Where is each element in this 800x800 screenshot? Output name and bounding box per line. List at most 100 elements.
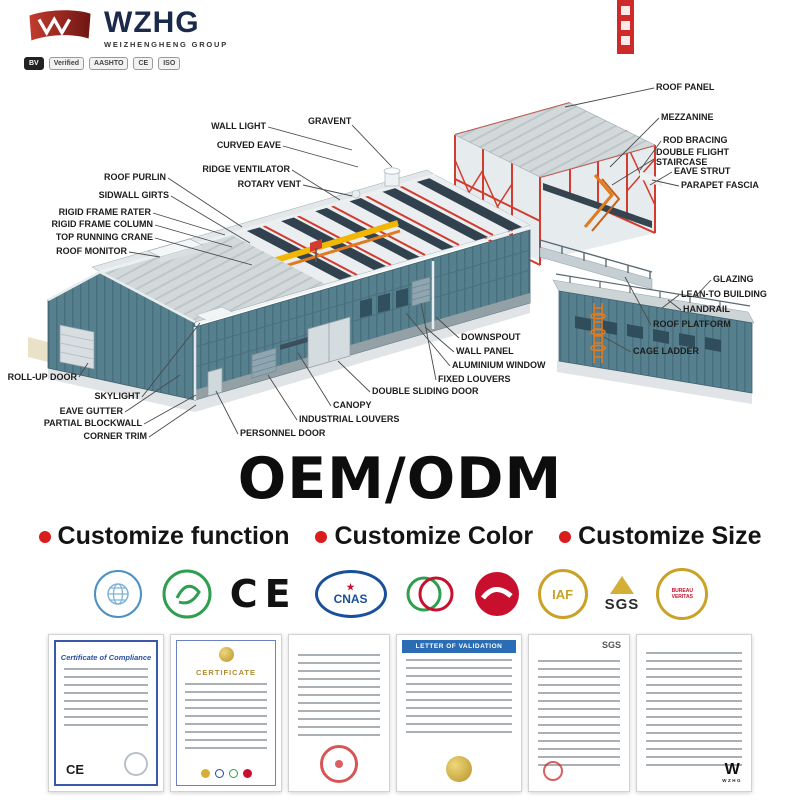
iaf-logo: IAF (537, 569, 588, 619)
diagram-label-industrial-louvers: INDUSTRIAL LOUVERS (299, 414, 400, 424)
diagram-label-eave-gutter: EAVE GUTTER (59, 406, 123, 416)
roof-panel (454, 102, 656, 178)
diagram-label-parapet-fascia: PARAPET FASCIA (681, 180, 759, 190)
diagram-label-double-flight-staircase: DOUBLE FLIGHT STAIRCASE (656, 147, 729, 168)
roof-platform (539, 239, 653, 290)
feature-list: Customize function Customize Color Customi… (0, 522, 800, 551)
brand-header: WZHG WEIZHENGHENG GROUP BV Verified AASHTO… (24, 8, 228, 70)
sgs-report: SGS (528, 634, 630, 792)
brand-flag-icon (29, 10, 91, 41)
validation-header: LETTER OF VALIDATION (402, 640, 516, 653)
headline: OEM/ODM (237, 446, 563, 512)
fixed-louvers (411, 276, 431, 307)
diagram-label-roof-platform: ROOF PLATFORM (653, 319, 731, 329)
certificate-text-lines (64, 668, 148, 726)
lean-to-building (552, 273, 755, 394)
certificate-row: Certificate of Compliance CE CERTIFICATE… (0, 634, 800, 792)
red-stamp-icon (543, 761, 563, 781)
diagram-label-roll-up-door: ROLL-UP DOOR (7, 372, 77, 382)
wzhg-caption: WZHG (722, 778, 742, 783)
diagram-label-glazing: GLAZING (713, 274, 754, 284)
diagram-label-eave-strut: EAVE STRUT (674, 166, 731, 176)
accreditation-badge: BV (24, 57, 44, 70)
cage-ladder (590, 303, 606, 363)
stamp-icon (124, 752, 148, 776)
double-flight-staircase (583, 174, 614, 228)
diagram-label-downspout: DOWNSPOUT (461, 332, 521, 342)
diagram-label-rod-bracing: ROD BRACING (663, 135, 728, 145)
sidewall-girts (194, 249, 531, 368)
feature-label: Customize function (57, 522, 290, 550)
diagram-label-wall-panel: WALL PANEL (456, 346, 514, 356)
diagram-label-aluminium-window: ALUMINIUM WINDOW (452, 360, 546, 370)
building-illustration (28, 102, 755, 412)
ccc-logo (404, 571, 456, 617)
ce-mark: CE (229, 572, 298, 616)
diagram-label-sidwall-girts: SIDWALL GIRTS (98, 190, 169, 200)
certificate-title: CERTIFICATE (195, 668, 257, 677)
parapet-fascia (640, 171, 662, 187)
bureau-veritas-label: BUREAU VERITAS (671, 588, 693, 600)
sgs-report-label: SGS (601, 640, 621, 650)
accreditation-badge: CE (133, 57, 154, 70)
diagram-label-personnel-door: PERSONNEL DOOR (240, 428, 326, 438)
diagram-label-fixed-louvers: FIXED LOUVERS (438, 374, 511, 384)
cnas-star-icon: ★ (346, 581, 355, 592)
bureau-veritas-logo: BUREAU VERITAS (656, 568, 709, 620)
feature-item: Customize Color (315, 522, 533, 551)
rod-bracing (454, 144, 656, 240)
eave-gutter (194, 226, 531, 325)
accreditation-badge: AASHTO (89, 57, 129, 70)
diagram-label-skylight: SKYLIGHT (94, 391, 140, 401)
diagram-label-curved-eave: CURVED EAVE (216, 140, 281, 150)
bullet-icon (315, 530, 328, 543)
iso-certificate: CERTIFICATE (170, 634, 282, 792)
handrail (539, 239, 653, 279)
un-logo (92, 568, 144, 620)
w-logo-icon: W (724, 761, 740, 778)
bullet-icon (559, 530, 572, 543)
brand-text: WZHG WEIZHENGHENG GROUP (104, 6, 228, 50)
diagram-label-mezzanine: MEZZANINE (661, 112, 714, 122)
certificate-text-lines (646, 652, 742, 770)
accreditation-badge: Verified (48, 57, 85, 70)
red-stamp-icon (320, 745, 358, 783)
gravity-vent-icon (383, 167, 401, 187)
test-report: W WZHG (636, 634, 752, 792)
certificate-text-lines (185, 683, 267, 749)
glazing-windows (575, 316, 721, 352)
cnas-label: CNAS (333, 591, 368, 606)
accreditation-marks (177, 769, 275, 778)
partial-blockwall (195, 293, 530, 400)
feature-label: Customize Color (334, 522, 534, 550)
gold-seal-icon (218, 647, 234, 662)
feature-item: Customize function (38, 522, 290, 551)
roof-monitor (147, 238, 203, 263)
bullet-icon (38, 530, 51, 543)
ridge-ventilator (99, 173, 436, 274)
feature-item: Customize Size (559, 522, 761, 551)
diagram-label-canopy: CANOPY (333, 400, 372, 410)
aluminium-windows (360, 288, 408, 318)
diagram-label-top-running-crane: TOP RUNNING CRANE (55, 232, 153, 242)
cnas-logo: ★ CNAS (314, 570, 387, 618)
canopy (280, 337, 308, 350)
cert-logo-row: CE ★ CNAS IAF SGS BUREAU VERITAS (0, 562, 800, 626)
double-sliding-door (307, 316, 351, 369)
gold-seal-icon (446, 756, 472, 782)
personnel-door (207, 367, 223, 397)
roll-up-door (59, 324, 95, 370)
diagram-label-ridge-ventilator: RIDGE VENTILATOR (202, 164, 290, 174)
diagram-label-wall-light: WALL LIGHT (211, 121, 266, 131)
diagram-label-rotary-vent: ROTARY VENT (237, 179, 301, 189)
building-diagram: WALL LIGHT CURVED EAVE RIDGE VENTILATOR ROO… (0, 75, 800, 470)
rotary-vent-icon (351, 189, 361, 199)
sgs-label: SGS (604, 595, 640, 613)
chinese-certificate (288, 634, 390, 792)
green-cert-logo (161, 568, 213, 620)
certificate-text-lines (406, 659, 512, 737)
brand-name: WZHG (104, 6, 200, 39)
red-cert-logo (473, 570, 521, 618)
